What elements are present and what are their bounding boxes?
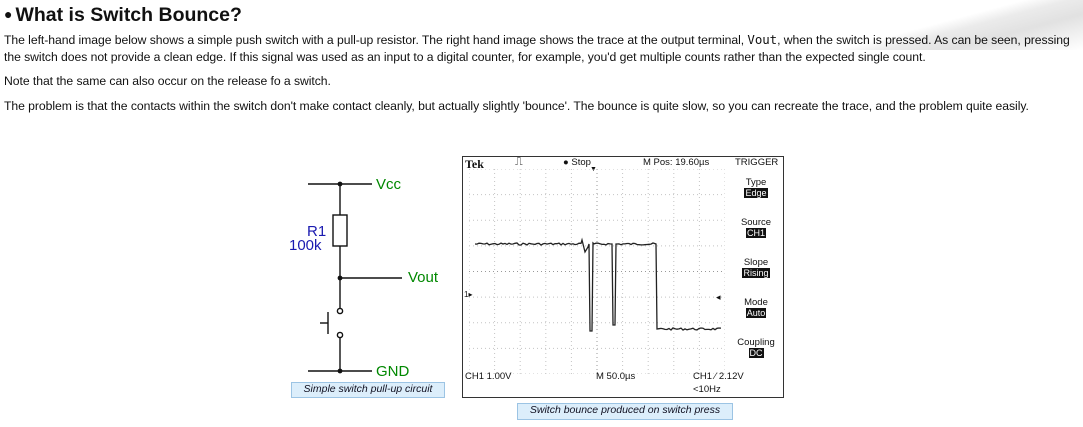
run-state-indicator: ● Stop [563,157,591,168]
menu-label-coupling: Coupling [737,337,775,348]
timebase-readout: M 50.0µs [596,371,636,382]
vcc-node [337,181,343,187]
switch-contact-top [336,307,344,315]
scope-caption: Switch bounce produced on switch press [517,403,733,420]
menu-item-source[interactable]: Source CH1 [729,217,783,239]
vout-node [337,275,343,281]
frequency-readout: <10Hz [693,384,721,395]
menu-value-mode: Auto [745,308,767,318]
paragraph-3: The problem is that the contacts within … [4,98,1029,113]
menu-label-mode: Mode [744,297,768,308]
heading-text: What is Switch Bounce? [15,4,242,26]
menu-item-type[interactable]: Type Edge [729,177,783,199]
vout-label: Vout [408,269,439,286]
menu-label-source: Source [740,217,772,228]
menu-value-coupling: DC [748,348,764,358]
gnd-node [337,368,343,374]
trigger-pulse-icon: ⎍ [515,156,523,168]
article: ●What is Switch Bounce? The left-hand im… [0,0,1083,114]
circuit-diagram [308,181,402,374]
run-state-label: Stop [571,157,591,168]
section-heading: ●What is Switch Bounce? [4,0,1079,27]
graticule-grid [469,169,725,374]
stop-dot-icon: ● [563,157,569,168]
vout-code: Vout [747,32,778,47]
channel-1-marker: 1▸ [464,290,473,299]
menu-item-coupling[interactable]: Coupling DC [729,337,783,359]
trigger-level-arrow: ◂ [716,292,721,302]
menu-value-slope: Rising [742,268,770,278]
menu-label-slope: Slope [743,257,769,268]
resistor-name-label: R1 [307,223,327,240]
oscilloscope-screen: Tek ⎍ ● Stop ▼ M Pos: 19.60µs TRIGGER 1▸… [462,156,784,398]
gnd-label: GND [376,363,410,380]
ch1-scale-readout: CH1 1.00V [465,371,512,382]
vcc-label: Vcc [376,176,402,193]
paragraph-1-text-a: The left-hand image below shows a simple… [4,33,748,47]
menu-value-type: Edge [744,188,768,198]
paragraph-1-text-b: , when the switch is pressed. As can be … [4,33,1070,64]
m-pos-readout: M Pos: 19.60µs [643,157,710,168]
heading-bullet-icon: ● [4,6,13,22]
trigger-level-readout: CH1 ⁄ 2.12V [693,371,744,382]
trigger-menu-title: TRIGGER [735,157,779,168]
menu-label-type: Type [745,177,767,188]
resistor-symbol [332,214,348,247]
circuit-caption: Simple switch pull-up circuit [291,382,445,398]
menu-item-mode[interactable]: Mode Auto [729,297,783,319]
menu-item-slope[interactable]: Slope Rising [729,257,783,279]
scope-trace [474,237,722,332]
scope-graticule [469,169,725,374]
paragraph-2: Note that the same can also occur on the… [4,74,331,88]
paragraph-1: The left-hand image below shows a simple… [4,32,1079,65]
switch-contact-bottom [336,331,344,339]
resistor-value-label: 100k [289,237,322,254]
page-corner-decoration [823,0,1083,50]
menu-value-source: CH1 [745,228,766,238]
circuit-figure: Vcc R1 100k Vout GND [280,168,460,398]
scope-brand: Tek [465,157,484,171]
